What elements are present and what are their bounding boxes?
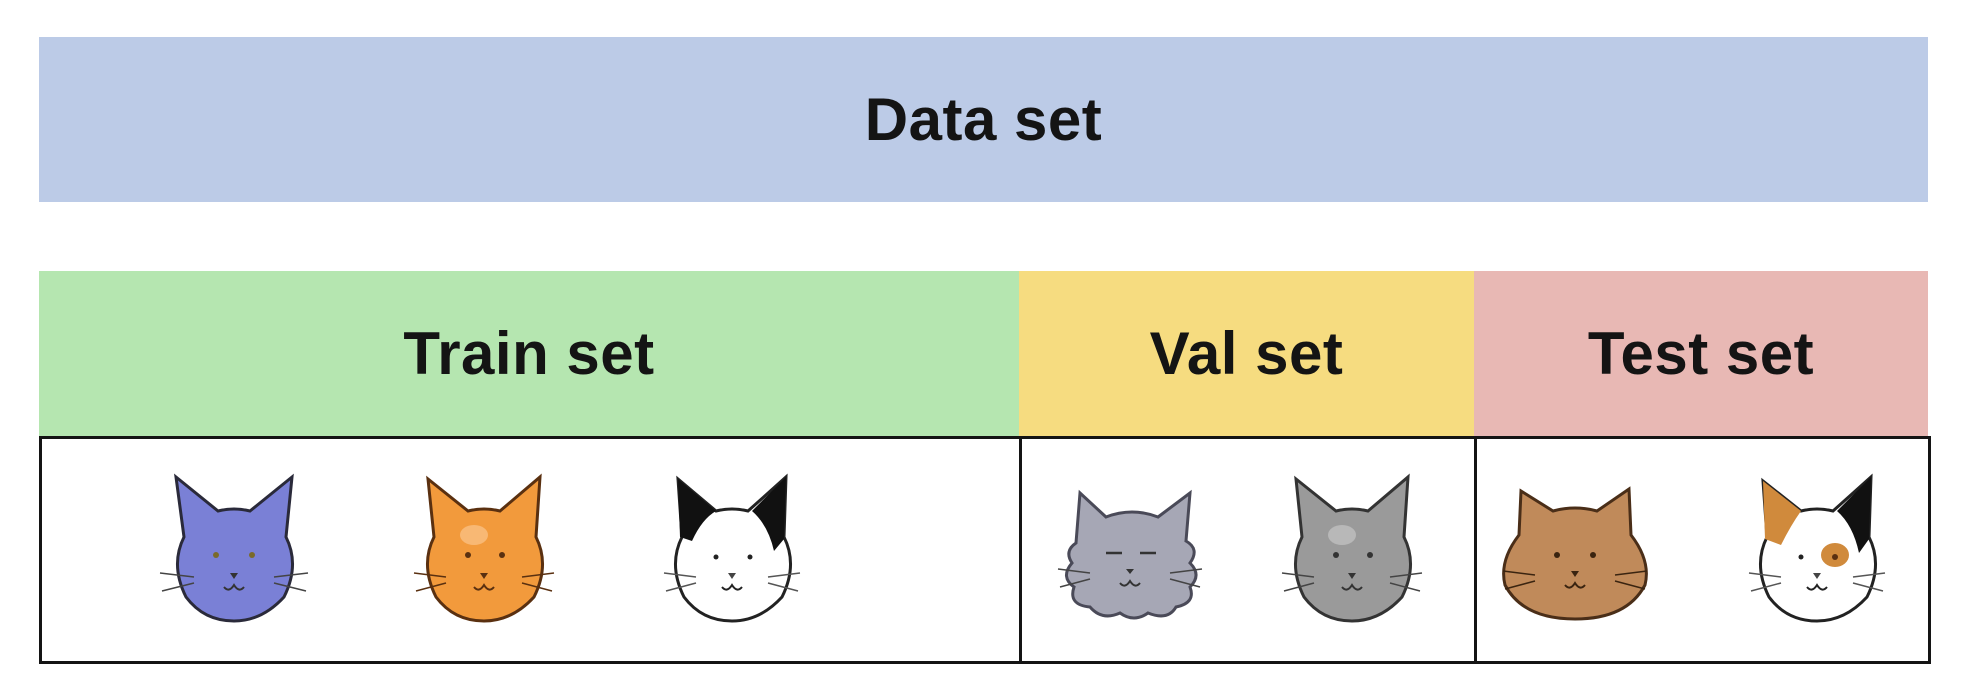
calico-cat-icon bbox=[1737, 469, 1897, 629]
test-set-label: Test set bbox=[1587, 320, 1815, 387]
train-set-bar: Train set bbox=[39, 271, 1029, 436]
test-images-box bbox=[1474, 436, 1931, 664]
data-set-bar: Data set bbox=[39, 37, 1928, 202]
blue-cat-icon bbox=[154, 469, 314, 629]
gray-cat-icon bbox=[1272, 469, 1432, 629]
data-set-label: Data set bbox=[864, 86, 1103, 153]
orange-cat-icon bbox=[404, 469, 564, 629]
test-set-bar: Test set bbox=[1474, 271, 1928, 436]
fluffy-gray-cat-icon bbox=[1050, 473, 1210, 633]
val-set-label: Val set bbox=[1149, 320, 1344, 387]
train-images-box bbox=[39, 436, 1022, 664]
val-set-bar: Val set bbox=[1019, 271, 1474, 436]
train-set-label: Train set bbox=[403, 320, 655, 387]
val-images-box bbox=[1019, 436, 1477, 664]
black-white-cat-icon bbox=[652, 469, 812, 629]
brown-cat-icon bbox=[1495, 473, 1655, 633]
